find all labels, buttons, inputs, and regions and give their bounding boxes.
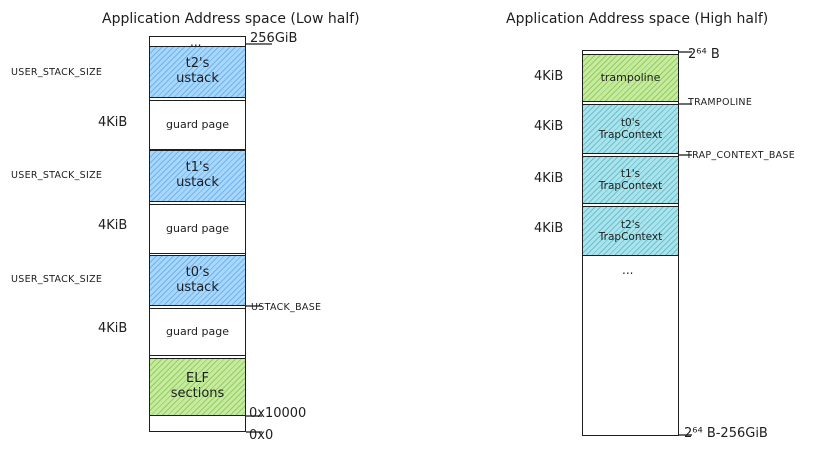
- trap-context-base-label: TRAP_CONTEXT_BASE: [686, 150, 796, 161]
- t2-ustack-block: t2's ustack: [149, 46, 246, 98]
- t2-trapcontext-block: t2's TrapContext: [582, 206, 679, 256]
- elf-sections-block: ELF sections: [149, 358, 246, 416]
- t1-trapcontext-size-label: 4KiB: [534, 171, 564, 186]
- t1-ustack-size-label: USER_STACK_SIZE: [11, 170, 103, 181]
- t0-ustack-label: t0's ustack: [176, 264, 219, 295]
- t1-trapcontext-label: t1's TrapContext: [598, 167, 663, 192]
- trampoline-block: trampoline: [582, 54, 679, 102]
- t2-ustack-size-label: USER_STACK_SIZE: [11, 67, 103, 78]
- high-half-ellipsis: ...: [622, 263, 634, 277]
- address-256gib-label: 256GiB: [250, 31, 298, 46]
- guard-page-label-3: guard page: [166, 324, 229, 338]
- trampoline-address-label: TRAMPOLINE: [688, 97, 753, 108]
- guard-page-block-3: guard page: [149, 308, 246, 356]
- guard-page-size-label-1: 4KiB: [98, 115, 128, 130]
- t0-ustack-block: t0's ustack: [149, 255, 246, 306]
- t0-trapcontext-label: t0's TrapContext: [598, 116, 663, 141]
- t1-ustack-label: t1's ustack: [176, 160, 219, 190]
- t1-ustack-block: t1's ustack: [149, 150, 246, 202]
- t2-ustack-label: t2's ustack: [176, 56, 219, 86]
- t0-trapcontext-size-label: 4KiB: [534, 119, 564, 134]
- guard-page-block-2: guard page: [149, 204, 246, 254]
- ustack-base-label: USTACK_BASE: [251, 302, 322, 313]
- trampoline-size-label: 4KiB: [534, 69, 564, 84]
- right-diagram-title: Application Address space (High half): [506, 11, 769, 27]
- address-2-64-label: 2⁶⁴ B: [688, 47, 720, 62]
- t2-trapcontext-label: t2's TrapContext: [598, 218, 663, 243]
- low-half-top-ellipsis: ...: [190, 35, 202, 49]
- guard-page-label-1: guard page: [166, 117, 229, 131]
- guard-page-size-label-2: 4KiB: [98, 218, 128, 233]
- address-0x10000-label: 0x10000: [249, 406, 307, 421]
- address-2-64-minus-256gib-label: 2⁶⁴ B-256GiB: [684, 426, 768, 441]
- t0-ustack-size-label: USER_STACK_SIZE: [11, 274, 103, 285]
- elf-sections-label: ELF sections: [170, 371, 225, 401]
- guard-page-label-2: guard page: [166, 221, 229, 235]
- trampoline-label: trampoline: [600, 70, 661, 84]
- guard-page-block-1: guard page: [149, 100, 246, 150]
- guard-page-size-label-3: 4KiB: [98, 321, 128, 336]
- t0-trapcontext-block: t0's TrapContext: [582, 104, 679, 154]
- t2-trapcontext-size-label: 4KiB: [534, 221, 564, 236]
- t1-trapcontext-block: t1's TrapContext: [582, 156, 679, 204]
- left-diagram-title: Application Address space (Low half): [102, 11, 360, 27]
